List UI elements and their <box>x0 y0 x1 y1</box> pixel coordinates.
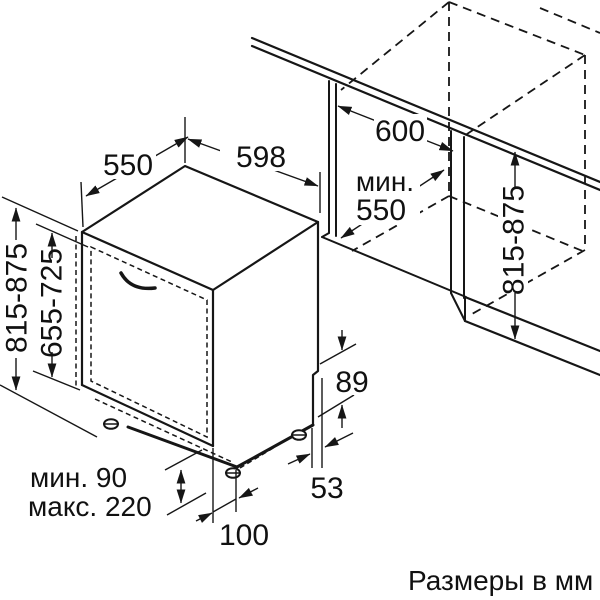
niche-floor-edge <box>321 236 467 298</box>
dim-niche-depth-min-prefix: мин. <box>356 166 414 197</box>
dim-rear-clearance-label: 89 <box>335 366 368 399</box>
dim-plinth-min-label: мин. 90 <box>30 462 127 493</box>
dim-niche-height-label: 815-875 <box>498 185 531 295</box>
niche-right-panel <box>450 130 600 377</box>
dishwasher-body <box>75 164 320 469</box>
units-caption: Размеры в мм <box>408 565 593 596</box>
label-masks <box>102 114 528 395</box>
dim-plinth-max-label: макс. 220 <box>28 491 152 522</box>
dim-niche-width-label: 600 <box>375 115 425 148</box>
niche-dashed-volume <box>340 1 600 315</box>
dim-rear-foot-offset-label: 53 <box>310 472 343 505</box>
dim-door-height-label: 655-725 <box>36 248 69 358</box>
dim-width-label: 598 <box>236 141 286 174</box>
niche-left-panel <box>321 80 337 238</box>
dim-height-left-label: 815-875 <box>1 243 34 353</box>
dim-front-foot-offset-label: 100 <box>219 519 269 552</box>
door-panel-outline <box>90 245 208 439</box>
dim-niche-depth-min-value: 550 <box>356 194 406 227</box>
dim-depth-label: 550 <box>103 149 153 182</box>
door-handle <box>119 271 157 291</box>
